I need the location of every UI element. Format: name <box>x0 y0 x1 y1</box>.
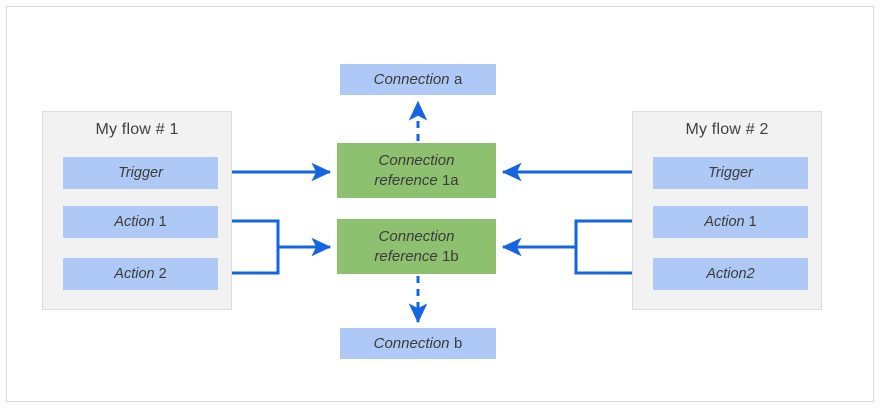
flow-1-step-trigger[interactable]: Trigger <box>63 157 218 189</box>
connection-b-label-italic: Connection <box>373 335 450 352</box>
flow-2-action-1-label: Action <box>704 214 745 230</box>
cref-1b-label-line1: Connection <box>378 228 455 246</box>
flow-2-title: My flow # 2 <box>685 121 769 138</box>
flow-1-trigger-label: Trigger <box>118 165 163 181</box>
cref-1b-label-line2: reference <box>374 247 438 265</box>
flow-2-action-2-label: Action2 <box>706 266 755 282</box>
cref-1a-label-plain: 1a <box>441 171 459 189</box>
cref-1a-label-line2: reference <box>374 171 438 189</box>
flow-1-action-1-label-plain: 1 <box>158 214 167 230</box>
cref-1a-label-line1: Connection <box>378 152 455 170</box>
flow-1-action-1-label: Action <box>114 214 155 230</box>
flow-2-trigger-label: Trigger <box>708 165 753 181</box>
flow-1-action-2-label-plain: 2 <box>158 266 167 282</box>
connection-a-label-plain: a <box>454 71 463 88</box>
flow-1-title: My flow # 1 <box>95 121 179 138</box>
flow-2-action-1-label-plain: 1 <box>748 214 757 230</box>
cref-1b-label-plain: 1b <box>441 247 459 265</box>
connection-b-label-plain: b <box>454 335 463 352</box>
connection-a-label-italic: Connection <box>373 71 450 88</box>
flow-2-step-action-2[interactable]: Action2 <box>653 258 808 290</box>
flow-2-step-trigger[interactable]: Trigger <box>653 157 808 189</box>
flow-1-action-2-label: Action <box>114 266 155 282</box>
